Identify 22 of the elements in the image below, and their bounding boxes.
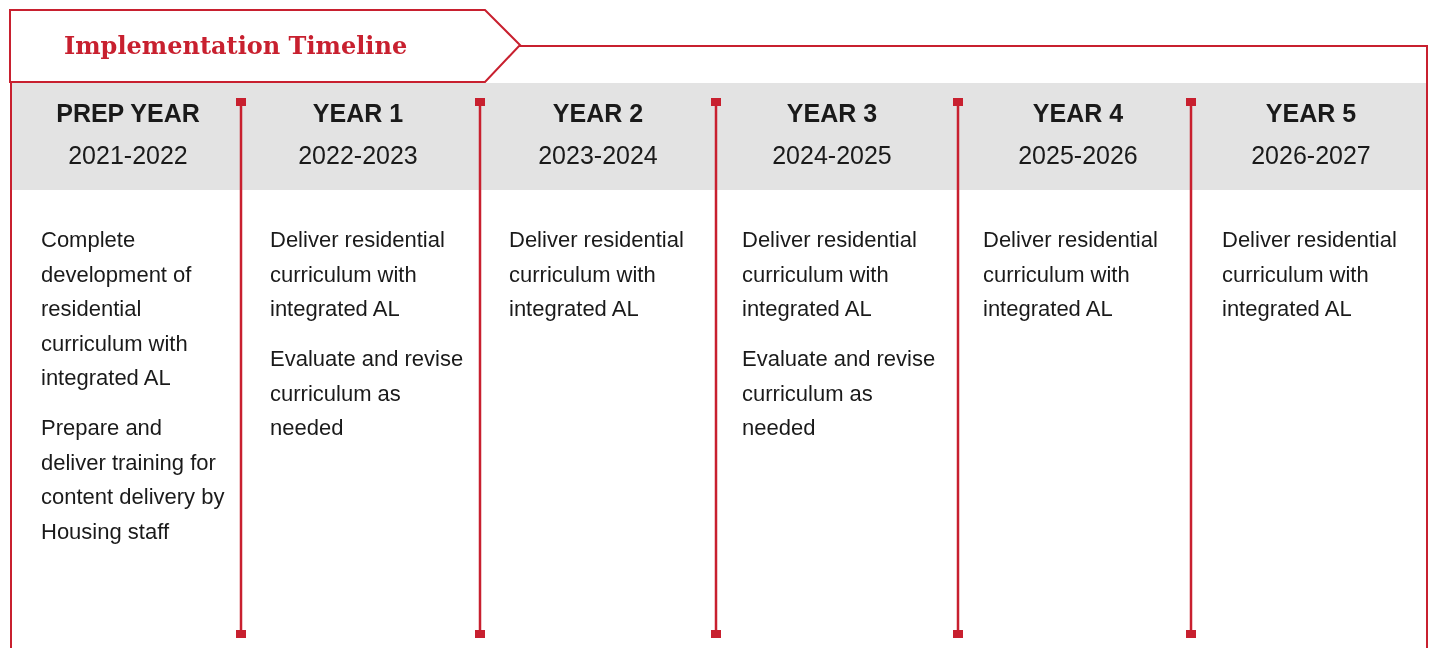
task-text: Deliver residential curriculum with integrated AL: [742, 226, 918, 323]
column-heading: YEAR 3: [785, 99, 879, 128]
task-text: Deliver residential curriculum with integrated AL: [1222, 226, 1398, 323]
column-heading: PREP YEAR: [55, 99, 201, 128]
task-text: Deliver residential curriculum with integrated AL: [509, 226, 685, 323]
year-range: 2022-2023: [297, 141, 419, 170]
task-text: Evaluate and revise curriculum as needed: [270, 345, 465, 442]
column-heading: YEAR 2: [551, 99, 645, 128]
column-heading: YEAR 5: [1264, 99, 1358, 128]
task-text: Deliver residential curriculum with integrated AL: [983, 226, 1159, 323]
year-range: 2021-2022: [67, 141, 189, 170]
column-heading: YEAR 1: [311, 99, 405, 128]
year-range: 2025-2026: [1017, 141, 1139, 170]
timeline-title: Implementation Timeline: [64, 31, 408, 60]
year-range: 2024-2025: [771, 141, 893, 170]
column-heading: YEAR 4: [1031, 99, 1125, 128]
task-text: Evaluate and revise curriculum as needed: [742, 345, 937, 442]
year-range: 2026-2027: [1250, 141, 1372, 170]
year-range: 2023-2024: [537, 141, 659, 170]
task-text: Complete development of residential curriculum with integrated AL: [41, 226, 193, 392]
task-text: Deliver residential curriculum with integrated AL: [270, 226, 446, 323]
task-text: Prepare and deliver training for content delivery by Housing staff: [41, 414, 226, 546]
